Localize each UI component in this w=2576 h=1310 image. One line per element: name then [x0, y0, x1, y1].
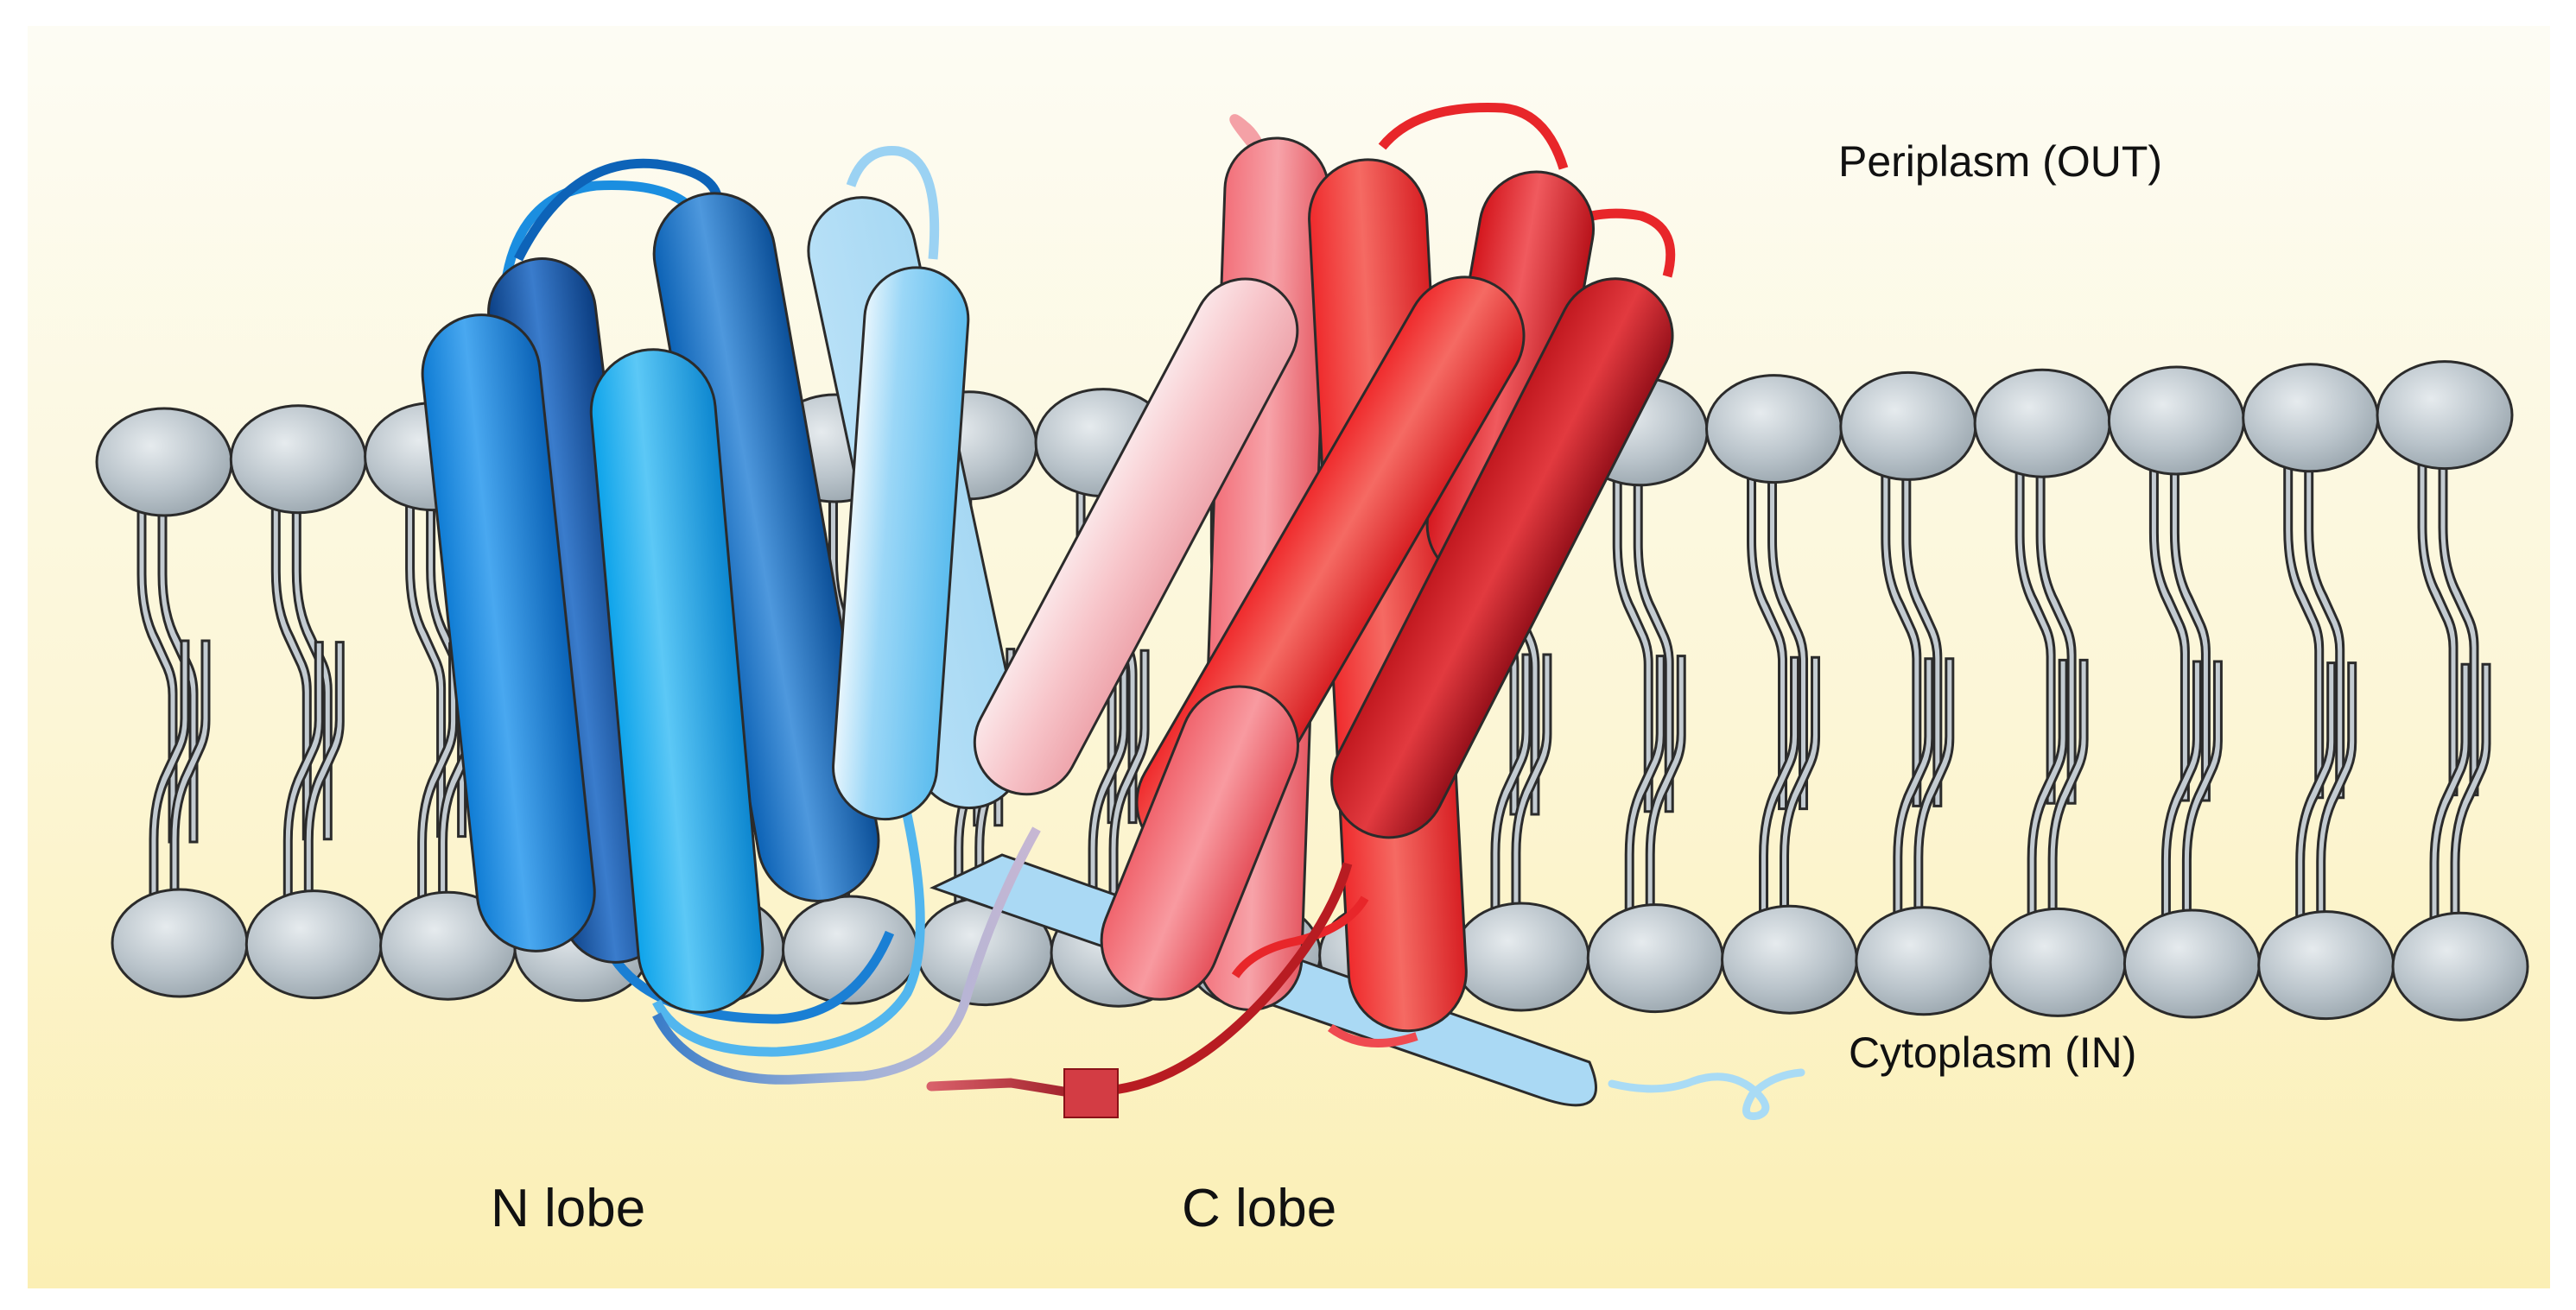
interlobe-loop	[652, 826, 1041, 1085]
c-terminal-tail	[1608, 1068, 1805, 1120]
loop	[1328, 1023, 1418, 1047]
loop	[1378, 103, 1569, 170]
c-lobe-label: C lobe	[1182, 1179, 1336, 1238]
tail-marker	[1063, 1068, 1119, 1118]
loop	[846, 146, 940, 260]
loop	[514, 158, 723, 262]
n-lobe-label: N lobe	[491, 1179, 645, 1238]
n-lobe	[421, 146, 1041, 1085]
loop	[600, 930, 895, 1024]
loop	[652, 775, 925, 1057]
c-lobe	[926, 103, 1676, 1118]
cytoplasm-label: Cytoplasm (IN)	[1849, 1028, 2136, 1077]
periplasm-label: Periplasm (OUT)	[1838, 137, 2162, 186]
tail-linker	[1114, 862, 1353, 1095]
loop	[1231, 895, 1369, 978]
